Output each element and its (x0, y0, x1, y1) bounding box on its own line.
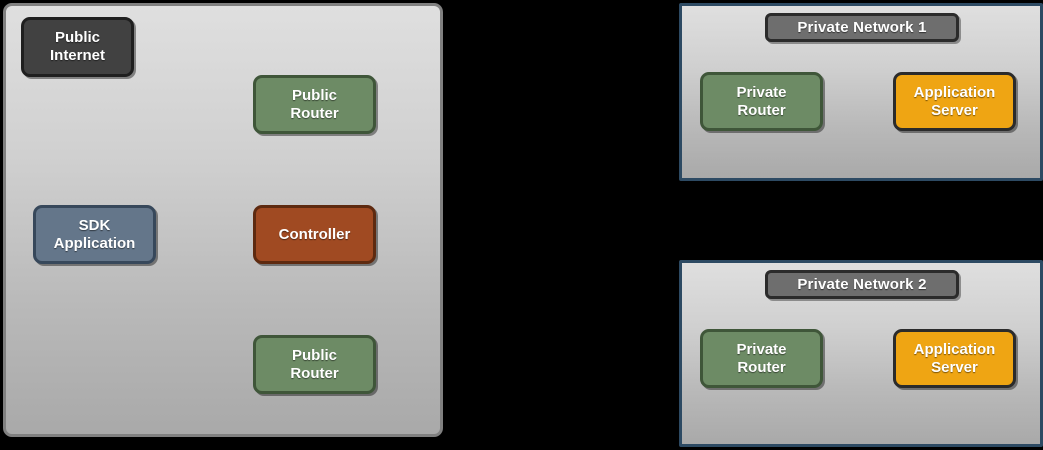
node-controller[interactable]: Controller (253, 205, 376, 264)
node-application-server-2-line1: Application (913, 340, 996, 358)
node-private-router-1-line2: Router (737, 101, 786, 119)
node-public-router-top-line1: Public (291, 86, 337, 104)
private-network-2-title: Private Network 2 (765, 270, 959, 299)
node-private-router-2-line1: Private (736, 340, 787, 358)
node-public-router-top-line2: Router (290, 104, 339, 122)
node-sdk-application[interactable]: SDK Application (33, 205, 156, 264)
node-controller-line1: Controller (278, 225, 351, 243)
node-public-router-bottom[interactable]: Public Router (253, 335, 376, 394)
node-application-server-1-line1: Application (913, 83, 996, 101)
node-sdk-application-line2: Application (53, 234, 136, 252)
node-sdk-application-line1: SDK (78, 216, 111, 234)
node-public-internet-line2: Internet (49, 47, 105, 64)
node-private-router-1-line1: Private (736, 83, 787, 101)
node-private-router-2[interactable]: Private Router (700, 329, 823, 388)
public-cloud-panel: Public Internet Public Router SDK Applic… (3, 3, 443, 437)
node-public-router-bottom-line2: Router (290, 364, 339, 382)
private-network-1-title: Private Network 1 (765, 13, 959, 42)
node-application-server-2-line2: Server (931, 358, 978, 376)
node-application-server-1[interactable]: Application Server (893, 72, 1016, 131)
node-public-router-bottom-line1: Public (291, 346, 337, 364)
private-network-1-panel: Private Network 1 Private Router Applica… (679, 3, 1043, 181)
node-public-router-top[interactable]: Public Router (253, 75, 376, 134)
node-private-router-1[interactable]: Private Router (700, 72, 823, 131)
node-public-internet[interactable]: Public Internet (21, 17, 134, 77)
node-private-router-2-line2: Router (737, 358, 786, 376)
private-network-2-panel: Private Network 2 Private Router Applica… (679, 260, 1043, 447)
node-public-internet-line1: Public (54, 29, 100, 47)
node-application-server-1-line2: Server (931, 101, 978, 119)
node-application-server-2[interactable]: Application Server (893, 329, 1016, 388)
